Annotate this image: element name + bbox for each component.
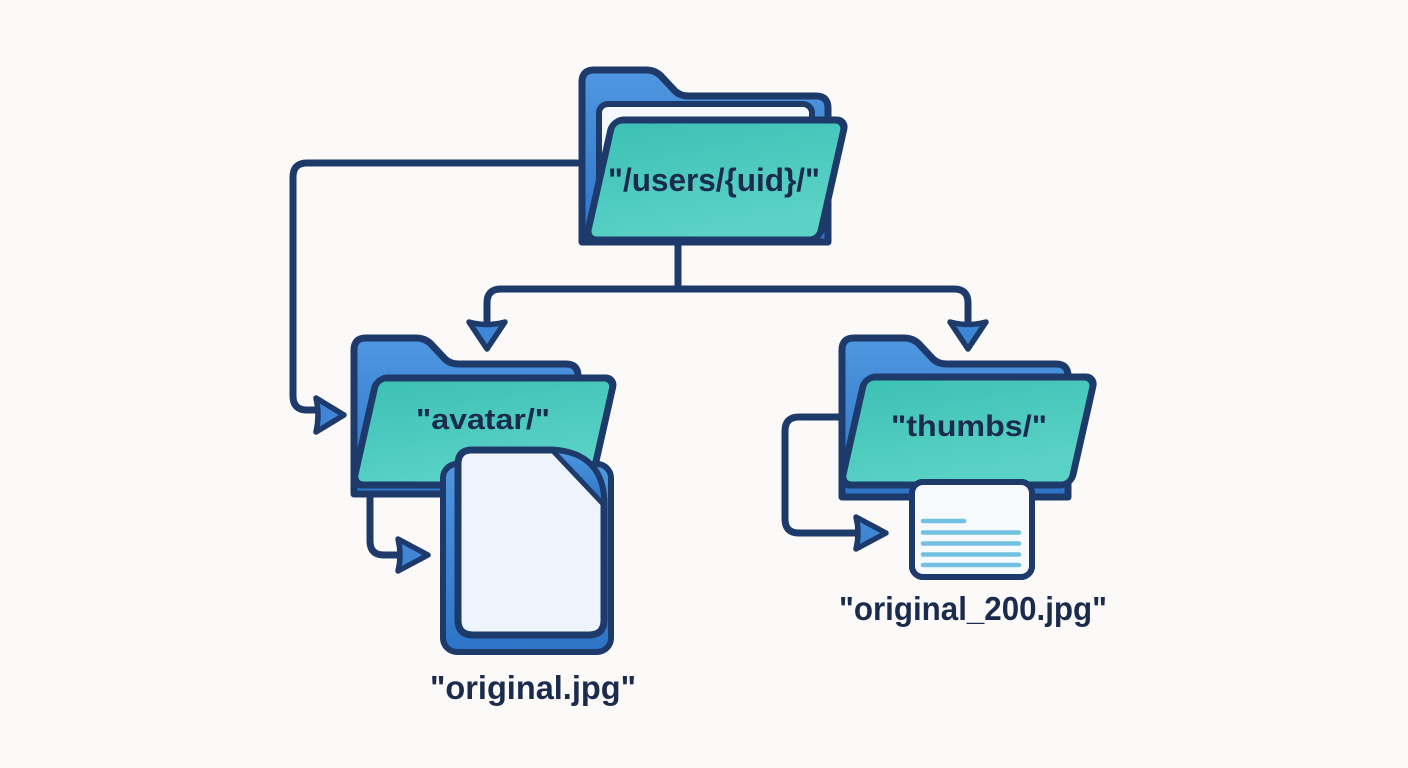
thumbs-folder-label: "thumbs/" bbox=[891, 410, 1047, 443]
edge-avatar-to-file bbox=[366, 486, 431, 574]
original-file-label: "original.jpg" bbox=[430, 669, 636, 706]
arrowhead-down-left-icon bbox=[466, 319, 508, 352]
arrowhead-down-right-icon bbox=[947, 319, 989, 352]
thumbnail-file-node: "original_200.jpg" bbox=[839, 479, 1107, 627]
arrowhead-right-icon bbox=[395, 536, 431, 574]
thumbnail-text-lines-icon bbox=[920, 518, 1022, 568]
arrowhead-right-icon bbox=[853, 514, 889, 552]
edge-root-to-avatar-side bbox=[289, 159, 581, 435]
root-folder-label: "/users/{uid}/" bbox=[608, 162, 820, 198]
thumbnail-file-label: "original_200.jpg" bbox=[839, 590, 1107, 627]
original-file-node: "original.jpg" bbox=[430, 446, 636, 706]
arrowhead-right-icon bbox=[313, 395, 347, 435]
folder-flap-icon bbox=[584, 116, 848, 244]
avatar-folder-label: "avatar/" bbox=[416, 404, 550, 436]
file-folded-corner-icon bbox=[549, 447, 607, 508]
edge-thumbs-to-thumbnail bbox=[781, 413, 889, 552]
thumbs-folder-node: "thumbs/" bbox=[838, 334, 1097, 501]
edge-root-branch bbox=[466, 236, 989, 352]
root-folder-node: "/users/{uid}/" bbox=[578, 66, 848, 246]
